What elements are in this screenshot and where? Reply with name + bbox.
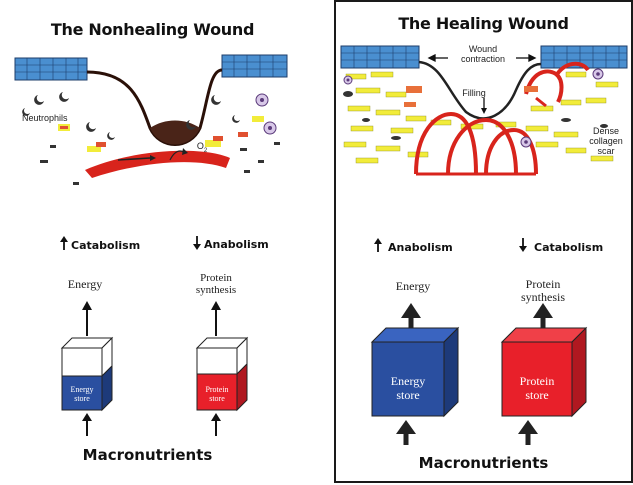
nonhealing-wound-illustration (14, 54, 288, 436)
filling-arrow (481, 98, 487, 114)
macronutrients-label-right: Macronutrients (418, 454, 549, 472)
o2-label: O2 (196, 141, 208, 154)
wound-edge (418, 60, 542, 120)
blood-vessel (85, 150, 230, 178)
macrophage-cells (255, 93, 277, 135)
catabolism-up-arrow (60, 236, 68, 250)
flow-arrow (117, 157, 151, 161)
macronutrients-label-left: Macronutrients (82, 446, 213, 464)
contraction-arrows (427, 53, 537, 63)
energy-label-left: Energy (67, 277, 103, 291)
neutrophils-label: Neutrophils (22, 113, 68, 123)
energy-label-right: Energy (395, 279, 431, 293)
anabolism-up-arrow (374, 238, 382, 252)
left-skin-epidermis (340, 45, 420, 69)
purple-cells (343, 68, 604, 148)
energy-box-left (60, 301, 114, 436)
catabolism-down-arrow-right (519, 238, 527, 252)
healing-wound-illustration (340, 45, 628, 445)
energy-box-right (370, 303, 460, 445)
catabolism-label-right: Catabolism (534, 241, 604, 254)
anabolism-label-left: Anabolism (204, 238, 269, 251)
collagen-fibers (343, 71, 619, 164)
protein-box-left (195, 301, 249, 436)
fibroblast-marks (40, 142, 280, 185)
cell-marks (343, 91, 608, 140)
catabolism-label-left: Catabolism (71, 239, 141, 252)
right-skin-epidermis (221, 54, 288, 78)
anabolism-label-right: Anabolism (388, 241, 453, 254)
nonhealing-wound-panel: The Nonhealing Wound (0, 0, 305, 483)
granulation-patches (404, 86, 538, 107)
new-capillaries (414, 61, 590, 176)
healing-wound-panel: The Healing Wound (334, 0, 633, 483)
left-skin-epidermis (14, 57, 88, 81)
nonhealing-title: The Nonhealing Wound (50, 20, 255, 39)
debris-patches (58, 116, 264, 152)
filling-label: Filling (462, 88, 486, 98)
anabolism-down-arrow-left (193, 236, 201, 250)
protein-box-right (500, 303, 588, 445)
neutrophil-cells (22, 92, 240, 140)
healing-title: The Healing Wound (398, 14, 569, 33)
